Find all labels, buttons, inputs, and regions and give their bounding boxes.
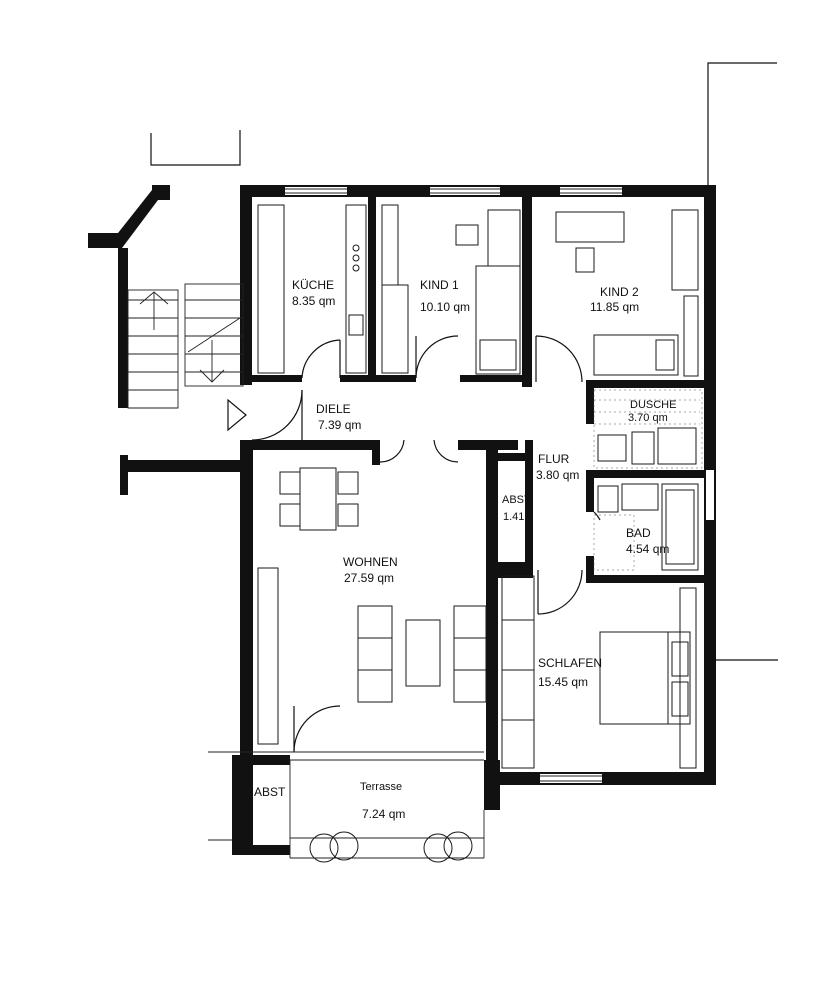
kind1-label: KIND 1	[420, 278, 459, 292]
flur-area: 3.80 qm	[536, 468, 579, 482]
abst-outer-label: ABST	[254, 785, 286, 799]
abst-inner-area: 1.41	[503, 511, 524, 523]
schlafen-label: SCHLAFEN	[538, 656, 602, 670]
bathroom	[593, 483, 699, 571]
kueche-area: 8.35 qm	[292, 294, 335, 308]
abst-inner-label: ABST	[502, 494, 531, 506]
flur-label: FLUR	[538, 452, 570, 466]
kitchen-counter	[257, 204, 367, 374]
kind2-area: 11.85 qm	[590, 300, 639, 314]
neighbor-outline	[150, 62, 778, 661]
kind1-area: 10.10 qm	[420, 300, 470, 314]
schlafen-area: 15.45 qm	[538, 675, 588, 689]
wohnen-area: 27.59 qm	[344, 571, 394, 585]
kind2-label: KIND 2	[600, 285, 639, 299]
dusche-label: DUSCHE	[630, 399, 676, 411]
bedroom-furniture	[501, 575, 697, 769]
diele-label: DIELE	[316, 402, 351, 416]
diele-area: 7.39 qm	[318, 418, 361, 432]
terrasse-label: Terrasse	[360, 781, 402, 793]
terrace	[208, 751, 485, 863]
kind1-furniture	[381, 204, 521, 375]
bad-label: BAD	[626, 526, 651, 540]
doors	[227, 335, 601, 753]
kueche-label: KÜCHE	[292, 278, 334, 292]
terrasse-area: 7.24 qm	[362, 807, 405, 821]
interior-walls	[240, 197, 704, 760]
kind2-furniture	[555, 209, 699, 377]
bad-area: 4.54 qm	[626, 542, 669, 556]
living-furniture	[257, 467, 487, 745]
shower-room	[593, 389, 703, 469]
windows	[285, 187, 714, 783]
wohnen-label: WOHNEN	[343, 555, 398, 569]
dusche-area: 3.70 qm	[628, 412, 668, 424]
room-labels: KÜCHE 8.35 qm KIND 1 10.10 qm KIND 2 11.…	[254, 278, 676, 821]
staircase	[127, 283, 244, 409]
